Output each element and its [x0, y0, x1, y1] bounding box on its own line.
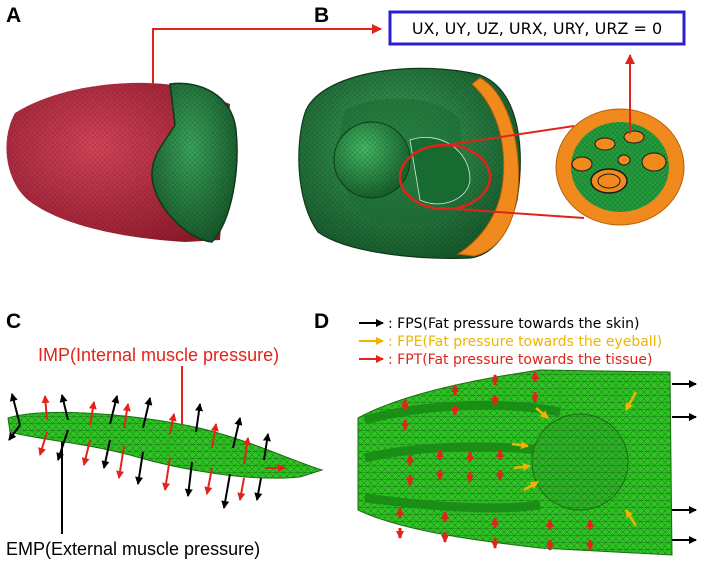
legend-fpe-text: : FPE(Fat pressure towards the eyeball) — [388, 334, 662, 350]
legend-fpt-text: : FPT(Fat pressure towards the tissue) — [388, 352, 652, 368]
panel-b: B UX, UY, UZ, URX, URY, URZ = 0 — [298, 4, 686, 259]
orbit-opening-green — [151, 82, 238, 243]
fpe-arrows — [511, 391, 638, 527]
panel-d: D : FPS(Fat pressure towards the skin) :… — [314, 310, 697, 556]
emp-label: EMP(External muscle pressure) — [6, 539, 260, 559]
panel-d-letter: D — [314, 310, 329, 333]
imp-label: IMP(Internal muscle pressure) — [38, 345, 279, 365]
zoomed-orbit-section — [555, 108, 685, 226]
panel-c-letter: C — [6, 310, 21, 333]
legend-fps-text: : FPS(Fat pressure towards the skin) — [388, 316, 640, 332]
boundary-condition-box: UX, UY, UZ, URX, URY, URZ = 0 — [388, 10, 686, 46]
zoom-connector-bottom — [439, 207, 585, 219]
panel-a-to-bc-arrow — [152, 24, 382, 84]
fps-arrows — [672, 380, 697, 544]
orbital-fat-mesh — [357, 369, 673, 556]
fpt-arrows — [396, 371, 594, 551]
panel-c: C IMP(Internal muscle pressure) EMP(Exte… — [6, 310, 324, 559]
muscle-force-arrows — [8, 393, 286, 509]
pressure-legend: : FPS(Fat pressure towards the skin) : F… — [359, 316, 662, 368]
panel-b-letter: B — [314, 4, 329, 27]
orbit-cross-section — [298, 67, 521, 259]
boundary-condition-text: UX, UY, UZ, URX, URY, URZ = 0 — [412, 19, 662, 38]
zoom-connector-top — [439, 125, 575, 147]
panel-a: A — [6, 4, 238, 243]
legend-item-fps: : FPS(Fat pressure towards the skin) — [359, 316, 640, 332]
legend-item-fpe: : FPE(Fat pressure towards the eyeball) — [359, 334, 662, 350]
legend-item-fpt: : FPT(Fat pressure towards the tissue) — [359, 352, 652, 368]
panel-a-letter: A — [6, 4, 21, 27]
